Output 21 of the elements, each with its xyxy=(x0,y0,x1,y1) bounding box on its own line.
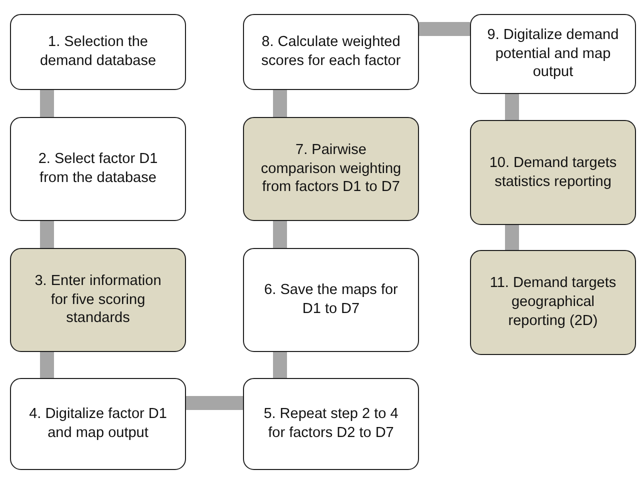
connector-bar xyxy=(505,94,519,120)
connector-bar xyxy=(40,90,54,117)
process-box: 6. Save the maps for D1 to D7 xyxy=(243,248,419,352)
process-box: 7. Pairwise comparison weighting from factors D1 to D7 xyxy=(243,117,419,221)
process-box: 3. Enter information for five scoring standards xyxy=(10,248,186,352)
connector-bar xyxy=(273,221,287,248)
connector-bar xyxy=(419,22,470,36)
process-box: 9. Digitalize demand potential and map output xyxy=(470,14,636,94)
connector-bar xyxy=(40,221,54,248)
process-box: 11. Demand targets geographical reporting (2D) xyxy=(470,250,636,355)
connector-bar xyxy=(40,352,54,378)
process-box: 10. Demand targets statistics reporting xyxy=(470,120,636,225)
process-box: 2. Select factor D1 from the database xyxy=(10,117,186,221)
connector-bar xyxy=(273,90,287,117)
process-box: 8. Calculate weighted scores for each factor xyxy=(243,14,419,90)
process-box: 4. Digitalize factor D1 and map output xyxy=(10,378,186,470)
connector-bar xyxy=(273,352,287,378)
connector-bar xyxy=(505,225,519,250)
process-box: 5. Repeat step 2 to 4 for factors D2 to D7 xyxy=(243,378,419,470)
connector-bar xyxy=(186,396,243,410)
process-box: 1. Selection the demand database xyxy=(10,14,186,90)
